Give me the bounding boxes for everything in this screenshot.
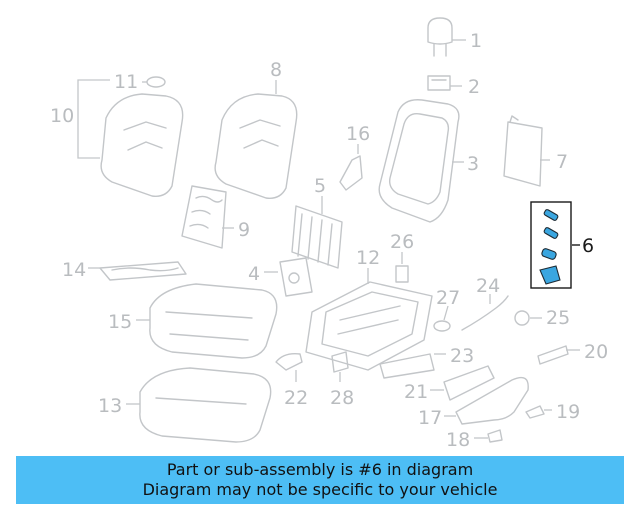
label-22[interactable]: 22 (284, 387, 308, 409)
part-seatback-cover: 8 (214, 59, 298, 199)
label-18[interactable]: 18 (446, 429, 470, 450)
part-inner-shield: 21 (404, 365, 495, 403)
label-15[interactable]: 15 (108, 311, 132, 333)
label-11[interactable]: 11 (114, 71, 138, 93)
label-8[interactable]: 8 (270, 59, 282, 81)
bolt-1-icon (543, 209, 559, 221)
label-14[interactable]: 14 (62, 259, 86, 281)
nut-icon (541, 248, 557, 260)
part-cap: 19 (525, 401, 580, 423)
part-seatback-frame: 3 (378, 99, 479, 223)
banner-line-2: Diagram may not be specific to your vehi… (142, 480, 498, 499)
clip-icon (539, 265, 561, 285)
part-seatback-trim: 10 11 (50, 71, 184, 197)
part-seat-heater: 14 (62, 259, 187, 281)
label-9[interactable]: 9 (238, 219, 250, 241)
label-1[interactable]: 1 (470, 30, 482, 52)
part-headrest: 1 (427, 17, 482, 57)
part-recliner: 4 (248, 257, 313, 297)
label-26[interactable]: 26 (390, 231, 414, 253)
label-27[interactable]: 27 (436, 287, 460, 309)
part-end-cover: 18 (446, 429, 503, 450)
part-side-shield: 17 (418, 376, 529, 429)
label-23[interactable]: 23 (450, 345, 474, 367)
label-10[interactable]: 10 (50, 105, 74, 127)
part-back-panel: 7 (503, 115, 568, 187)
part-side-bracket: 16 (339, 123, 370, 191)
label-24[interactable]: 24 (476, 275, 500, 297)
part-headrest-guide: 2 (427, 75, 480, 98)
part-small-trim: 20 (537, 341, 608, 365)
part-small-bracket: 28 (330, 351, 354, 409)
label-3[interactable]: 3 (467, 153, 479, 175)
part-knob: 25 (514, 307, 570, 329)
label-12[interactable]: 12 (356, 247, 380, 269)
label-25[interactable]: 25 (546, 307, 570, 329)
label-5[interactable]: 5 (314, 175, 326, 197)
label-16[interactable]: 16 (346, 123, 370, 145)
part-switch: 26 (390, 231, 414, 283)
bolt-2-icon (543, 227, 559, 239)
info-banner: Part or sub-assembly is #6 in diagram Di… (16, 456, 624, 504)
banner-line-1: Part or sub-assembly is #6 in diagram (166, 460, 474, 479)
part-cable: 24 (461, 275, 509, 331)
label-20[interactable]: 20 (584, 341, 608, 363)
part-seatback-spring: 5 (291, 175, 343, 269)
seat-exploded-diagram: 1 2 3 7 8 10 11 (50, 17, 608, 450)
label-21[interactable]: 21 (404, 381, 428, 403)
part-lower-bracket: 23 (379, 345, 474, 379)
part-lever: 22 (275, 352, 308, 409)
label-7[interactable]: 7 (556, 151, 568, 173)
label-19[interactable]: 19 (556, 401, 580, 423)
part-clip: 27 (433, 287, 460, 332)
part-6-highlighted-assembly[interactable]: 6 (530, 201, 594, 289)
label-6[interactable]: 6 (582, 235, 594, 257)
label-28[interactable]: 28 (330, 387, 354, 409)
label-2[interactable]: 2 (468, 76, 480, 98)
part-cushion-cover: 15 (108, 283, 278, 359)
label-13[interactable]: 13 (98, 395, 122, 417)
label-17[interactable]: 17 (418, 407, 442, 429)
part-seat-frame: 12 (305, 247, 433, 371)
highlight-box (530, 201, 572, 289)
label-4[interactable]: 4 (248, 263, 260, 285)
part-lumbar-pad: 9 (181, 185, 250, 249)
part-cushion-pad: 13 (98, 367, 272, 443)
